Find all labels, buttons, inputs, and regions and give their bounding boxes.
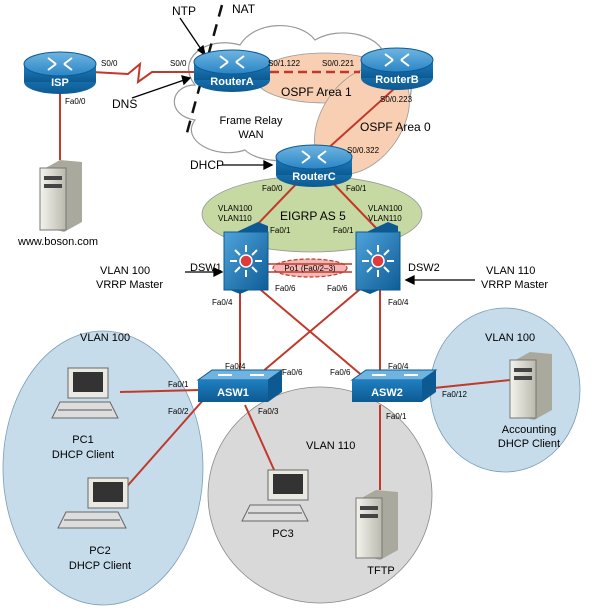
port-rc-s00322: S0/0.322 [347,146,380,155]
port-ra-s01122: S0/1.122 [268,59,301,68]
router-c-label: RouterC [292,171,335,183]
pc2[interactable] [57,477,129,529]
port-asw2-fa01: Fa0/1 [386,412,407,421]
router-b[interactable]: RouterB [360,47,434,90]
dhcp-label: DHCP [190,158,224,172]
link-dsw2-asw1 [254,284,366,379]
server-tftp[interactable] [355,490,398,560]
port-asw2-fa06: Fa0/6 [330,368,351,377]
pc1[interactable] [51,367,119,419]
vrrp-right-vlan: VLAN 110 [486,265,535,277]
link-routerc-dsw1 [251,179,301,231]
port-dsw1-fa04: Fa0/4 [212,298,233,307]
links [59,61,511,501]
port-dsw2-fa04: Fa0/4 [388,298,409,307]
port-dsw1-fa06: Fa0/6 [275,284,296,293]
vlan110-tag-right: VLAN110 [368,214,402,223]
nat-label: NAT [232,2,256,16]
switch-dsw1[interactable] [223,222,269,294]
ntp-label: NTP [172,4,196,18]
port-isp-s00: S0/0 [101,59,118,68]
pc3-label: PC3 [272,528,293,540]
dsw1-label: DSW1 [190,262,222,274]
port-asw1-fa01: Fa0/1 [168,380,189,389]
port-dsw2-fa06: Fa0/6 [327,284,348,293]
router-isp[interactable]: ISP [23,51,97,94]
dsw2-label: DSW2 [408,262,440,274]
switch-asw2[interactable]: ASW2 [350,369,438,402]
link-asw1-pc2 [114,397,206,501]
eigrp-label: EIGRP AS 5 [280,209,346,223]
pc2-role: DHCP Client [69,560,131,572]
port-asw1-fa02: Fa0/2 [168,407,189,416]
port-asw1-fa06: Fa0/6 [282,368,303,377]
accounting-role: DHCP Client [498,438,560,450]
tftp-label: TFTP [367,565,395,577]
dns-label: DNS [112,97,137,111]
port-dsw2-fa01: Fa0/1 [333,226,354,235]
accounting-label: Accounting [502,424,556,436]
port-rc-fa00: Fa0/0 [262,184,283,193]
port-rb-s00223: S0/0.223 [380,95,413,104]
ospf-area1-label: OSPF Area 1 [281,85,352,99]
link-asw1-pc3 [244,404,276,473]
router-b-label: RouterB [375,74,418,86]
link-routerc-dsw2 [329,179,379,231]
port-isp-fa00: Fa0/0 [65,97,86,106]
vlan100-tag-right: VLAN100 [368,204,403,213]
port-asw1-fa04: Fa0/4 [225,362,246,371]
vrrp-left-vlan: VLAN 100 [100,265,150,277]
port-rb-s00221: S0/0.221 [322,59,355,68]
link-isp-routera [91,61,196,85]
pc2-label: PC2 [89,545,110,557]
server-accounting[interactable] [509,352,552,420]
vlan100-left-zone [2,330,204,606]
port-dsw1-fa01: Fa0/1 [270,226,291,235]
pc1-label: PC1 [72,434,93,446]
vlan100-tag-left: VLAN100 [218,204,253,213]
frame-relay-label: Frame Relay [220,115,283,127]
boson-label: www.boson.com [17,236,98,248]
server-boson[interactable] [39,160,82,232]
pointer-arrows [131,17,475,286]
ospf-area0-label: OSPF Area 0 [360,120,431,134]
router-c[interactable]: RouterC [275,144,353,187]
link-asw1-pc1 [119,389,201,393]
router-a[interactable]: RouterA [193,49,271,92]
vrrp-left-role: VRRP Master [96,279,163,291]
port-rc-fa01: Fa0/1 [346,184,367,193]
router-isp-label: ISP [51,77,69,89]
vlan110-tag-left: VLAN110 [218,214,252,223]
switch-dsw2[interactable] [355,222,401,294]
po1-label: Po1 (Fa0/2–3) [284,264,335,273]
port-asw1-fa03: Fa0/3 [258,407,279,416]
vrrp-right-role: VRRP Master [481,279,548,291]
port-asw2-fa04: Fa0/4 [388,362,409,371]
port-ra-s00: S0/0 [170,59,187,68]
vlan100-right-label: VLAN 100 [485,332,535,344]
switch-asw1[interactable]: ASW1 [196,369,284,402]
switch-asw2-label: ASW2 [371,387,403,399]
router-a-label: RouterA [210,76,253,88]
vlan100-left-label: VLAN 100 [80,332,130,344]
pc3[interactable] [241,469,309,522]
wan-label: WAN [238,129,263,141]
switch-asw1-label: ASW1 [217,387,249,399]
vlan110-label: VLAN 110 [306,440,355,452]
port-asw2-fa012: Fa0/12 [442,390,467,399]
pc1-role: DHCP Client [52,449,114,461]
